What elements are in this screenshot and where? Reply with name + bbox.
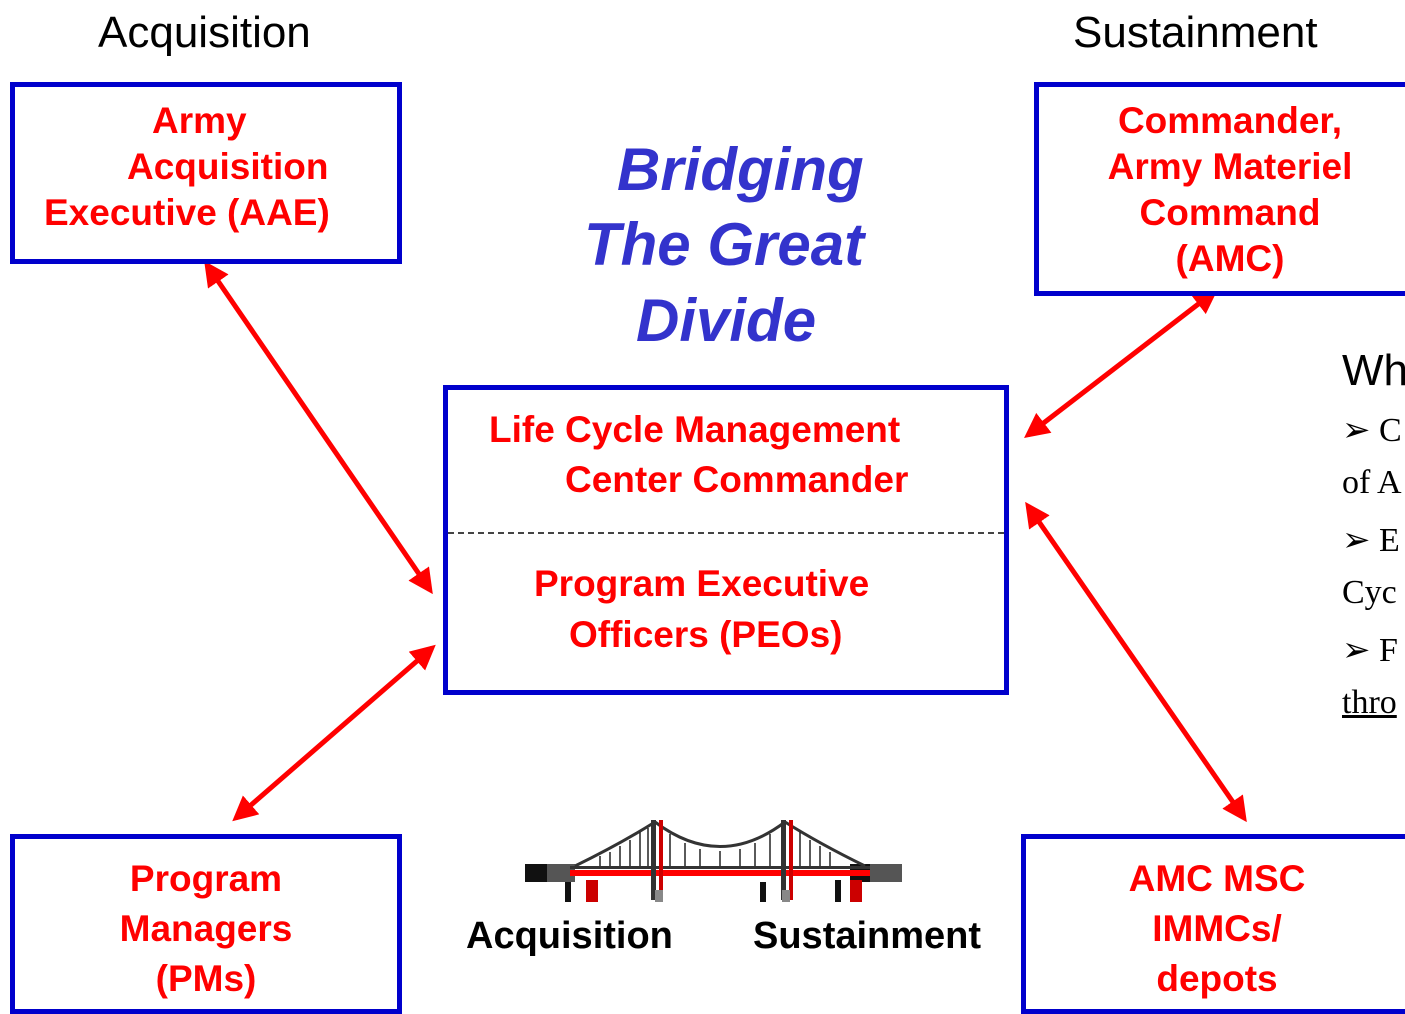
- pms-line-1: Program: [129, 858, 283, 899]
- msc-text: AMC MSC IMMCs/ depots: [1021, 834, 1405, 1014]
- aae-box: [10, 82, 402, 264]
- side-line-6: thro: [1342, 684, 1397, 721]
- msc-box: [1021, 834, 1405, 1014]
- side-line-4: Cyc: [1342, 574, 1397, 611]
- bridge-label-acquisition: Acquisition: [466, 915, 673, 957]
- pms-text: Program Managers (PMs): [10, 834, 402, 1014]
- side-line-2: of A: [1342, 464, 1402, 501]
- side-bullet-3: ➢ F: [1342, 632, 1398, 669]
- lcmc-peo-box: [443, 385, 1009, 695]
- msc-line-1: AMC MSC: [1128, 858, 1306, 899]
- lcmc-line-2: Center Commander: [565, 459, 909, 500]
- amc-line-2: Army Materiel: [1107, 146, 1353, 187]
- acquisition-header: Acquisition: [98, 8, 311, 57]
- msc-line-3: depots: [1156, 958, 1278, 999]
- amc-text: Commander, Army Materiel Command (AMC): [1034, 82, 1405, 296]
- amc-box: [1034, 82, 1405, 296]
- side-bullet-2: ➢ E: [1342, 522, 1400, 559]
- amc-line-1: Commander,: [1117, 100, 1343, 141]
- divider: [448, 532, 1004, 534]
- bridge-icon: [525, 820, 902, 902]
- msc-line-2: IMMCs/: [1152, 908, 1282, 949]
- title-line-3: Divide: [636, 287, 817, 354]
- aae-line-3: Executive (AAE): [44, 192, 330, 233]
- arrow-msc-center: [1025, 501, 1247, 823]
- arrow-aae-center: [204, 260, 433, 595]
- amc-line-3: Command: [1139, 192, 1321, 233]
- side-bullet-1: ➢ C: [1342, 412, 1402, 449]
- peo-line-1: Program Executive: [534, 563, 870, 604]
- sustainment-header: Sustainment: [1073, 8, 1318, 57]
- aae-line-2: Acquisition: [127, 146, 329, 187]
- title-line-2: The Great: [584, 211, 865, 278]
- arrow-amc-center: [1024, 288, 1218, 439]
- title-line-1: Bridging: [617, 136, 864, 203]
- pms-line-2: Managers: [119, 908, 293, 949]
- arrow-pms-center: [232, 644, 436, 822]
- peo-line-2: Officers (PEOs): [569, 614, 843, 655]
- bridge-label-sustainment: Sustainment: [753, 915, 982, 957]
- pms-line-3: (PMs): [155, 958, 257, 999]
- lcmc-line-1: Life Cycle Management: [489, 409, 901, 450]
- aae-line-1: Army: [152, 100, 247, 141]
- amc-line-4: (AMC): [1175, 238, 1285, 279]
- pms-box: [10, 834, 402, 1014]
- side-heading: Wh: [1342, 346, 1405, 395]
